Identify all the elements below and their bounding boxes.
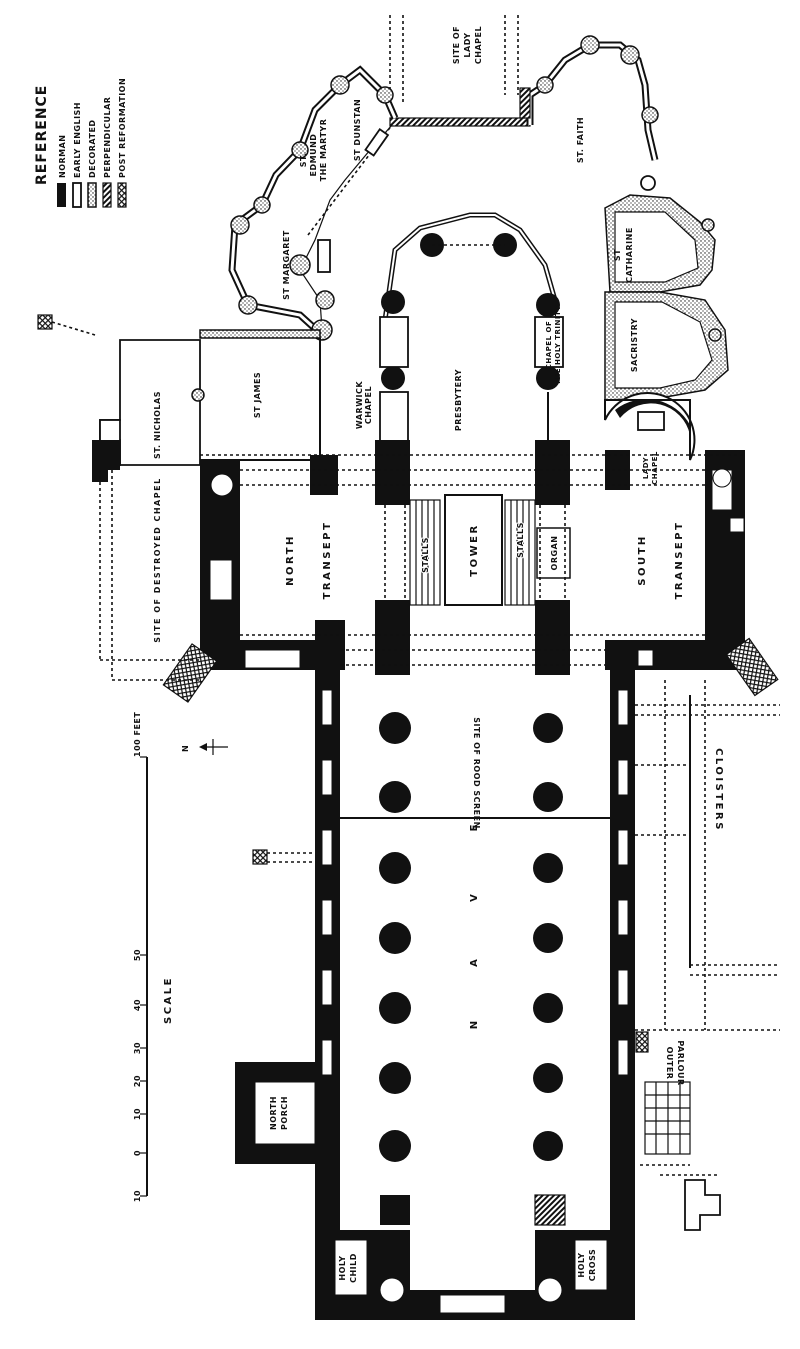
label-nave: A [469,959,480,967]
label-stalls-north: STALLS [421,537,430,573]
label-holy-cross: HOLY [577,1252,586,1277]
legend-swatch-decorated [87,182,97,208]
crossing [99,440,779,703]
label-north-porch: NORTH [269,1096,278,1130]
legend-item: PERPENDICULAR [103,97,112,178]
label-south-transept: TRANSEPT [674,521,685,600]
outer-parlour-grid [644,1081,691,1155]
label-st-catharine: ST [613,249,622,261]
label-st-edmund: THE MARTYR [319,119,328,182]
label-holy-trinity: CHAPEL OF [545,321,553,369]
label-north-porch: PORCH [280,1096,289,1130]
label-tower: TOWER [469,523,480,576]
label-presbytery: PRESBYTERY [454,369,463,431]
nave [235,670,635,1320]
label-outer-parlour: OUTER [665,1047,674,1080]
label-holy-cross: CROSS [588,1249,597,1282]
cloisters [635,680,780,1231]
presbytery [379,212,564,445]
legend-title: REFERENCE [34,85,50,185]
label-warwick-chapel: WARWICK [355,381,364,429]
label-st-catharine: CATHARINE [625,227,634,283]
label-north-transept: TRANSEPT [322,521,333,600]
north-arrow: N [181,739,228,755]
label-st-edmund: EDMUND [309,134,318,177]
legend-swatch-early-english [72,182,82,208]
label-destroyed-chapel: SITE OF DESTROYED CHAPEL [153,477,162,642]
label-holy-trinity: THE HOLY TRINITY [554,305,562,385]
scale-tick-label: 10 [133,1108,142,1120]
east-chapels [228,35,729,461]
label-lady-chapel: LADY [642,456,650,479]
label-rood-screen: SITE OF ROOD SCREEN [472,717,481,829]
legend: REFERENCE NORMAN EARLY ENGLISH DECORATED… [34,78,127,208]
plan-labels: SITE OF LADY CHAPEL ST. FAITH ST DUNSTAN… [153,26,724,1283]
label-organ: ORGAN [550,536,559,571]
label-st-margaret: ST MARGARET [282,230,291,300]
label-st-faith: ST. FAITH [576,117,585,163]
scale-tick-label: 40 [133,999,142,1011]
post-reformation-fragment [37,314,53,330]
label-holy-child: CHILD [349,1253,358,1283]
scale-bar: 100 FEET 50 40 30 20 10 0 10 SCALE [133,712,174,1202]
label-st-dunstan: ST DUNSTAN [353,99,362,161]
label-lady-chapel: CHAPEL [651,451,659,485]
nave-piers [379,712,563,1162]
label-nave: E [469,824,480,831]
scale-tick-label: 0 [133,1150,142,1156]
legend-swatch-perpendicular [102,182,112,208]
scale-tick-label: 30 [133,1042,142,1054]
label-st-james: ST JAMES [253,372,262,418]
scale-title: SCALE [163,976,174,1024]
label-lady-chapel-site: CHAPEL [474,26,483,64]
label-nave: V [469,894,480,902]
legend-item: EARLY ENGLISH [73,102,82,178]
legend-item: POST REFORMATION [118,78,127,178]
scale-tick-label: 20 [133,1075,142,1087]
scale-tick-label: 100 FEET [133,712,142,757]
post-reformation-fragment [252,849,268,865]
label-lady-chapel-site: LADY [463,32,472,57]
label-south-transept: SOUTH [637,534,648,586]
north-arrow-label: N [181,745,190,752]
label-warwick-chapel: CHAPEL [364,386,373,424]
label-holy-child: HOLY [338,1255,347,1280]
label-nave: N [469,1021,480,1029]
legend-swatch-norman [57,183,66,207]
label-st-nicholas: ST. NICHOLAS [153,391,162,459]
scale-tick-label: 10 [133,1190,142,1202]
north-chapels [92,329,321,482]
legend-swatch-post-reformation [117,182,127,208]
label-cloisters: CLOISTERS [713,748,724,832]
scale-tick-label: 50 [133,949,142,961]
label-st-edmund: ST. [299,153,308,168]
label-sacristry: SACRISTRY [630,318,639,372]
label-north-transept: NORTH [285,534,296,586]
label-lady-chapel-site: SITE OF [452,26,461,64]
legend-item: NORMAN [58,134,67,178]
label-outer-parlour: PARLOUR [676,1040,685,1085]
legend-item: DECORATED [88,119,97,178]
label-stalls-south: STALLS [516,522,525,558]
